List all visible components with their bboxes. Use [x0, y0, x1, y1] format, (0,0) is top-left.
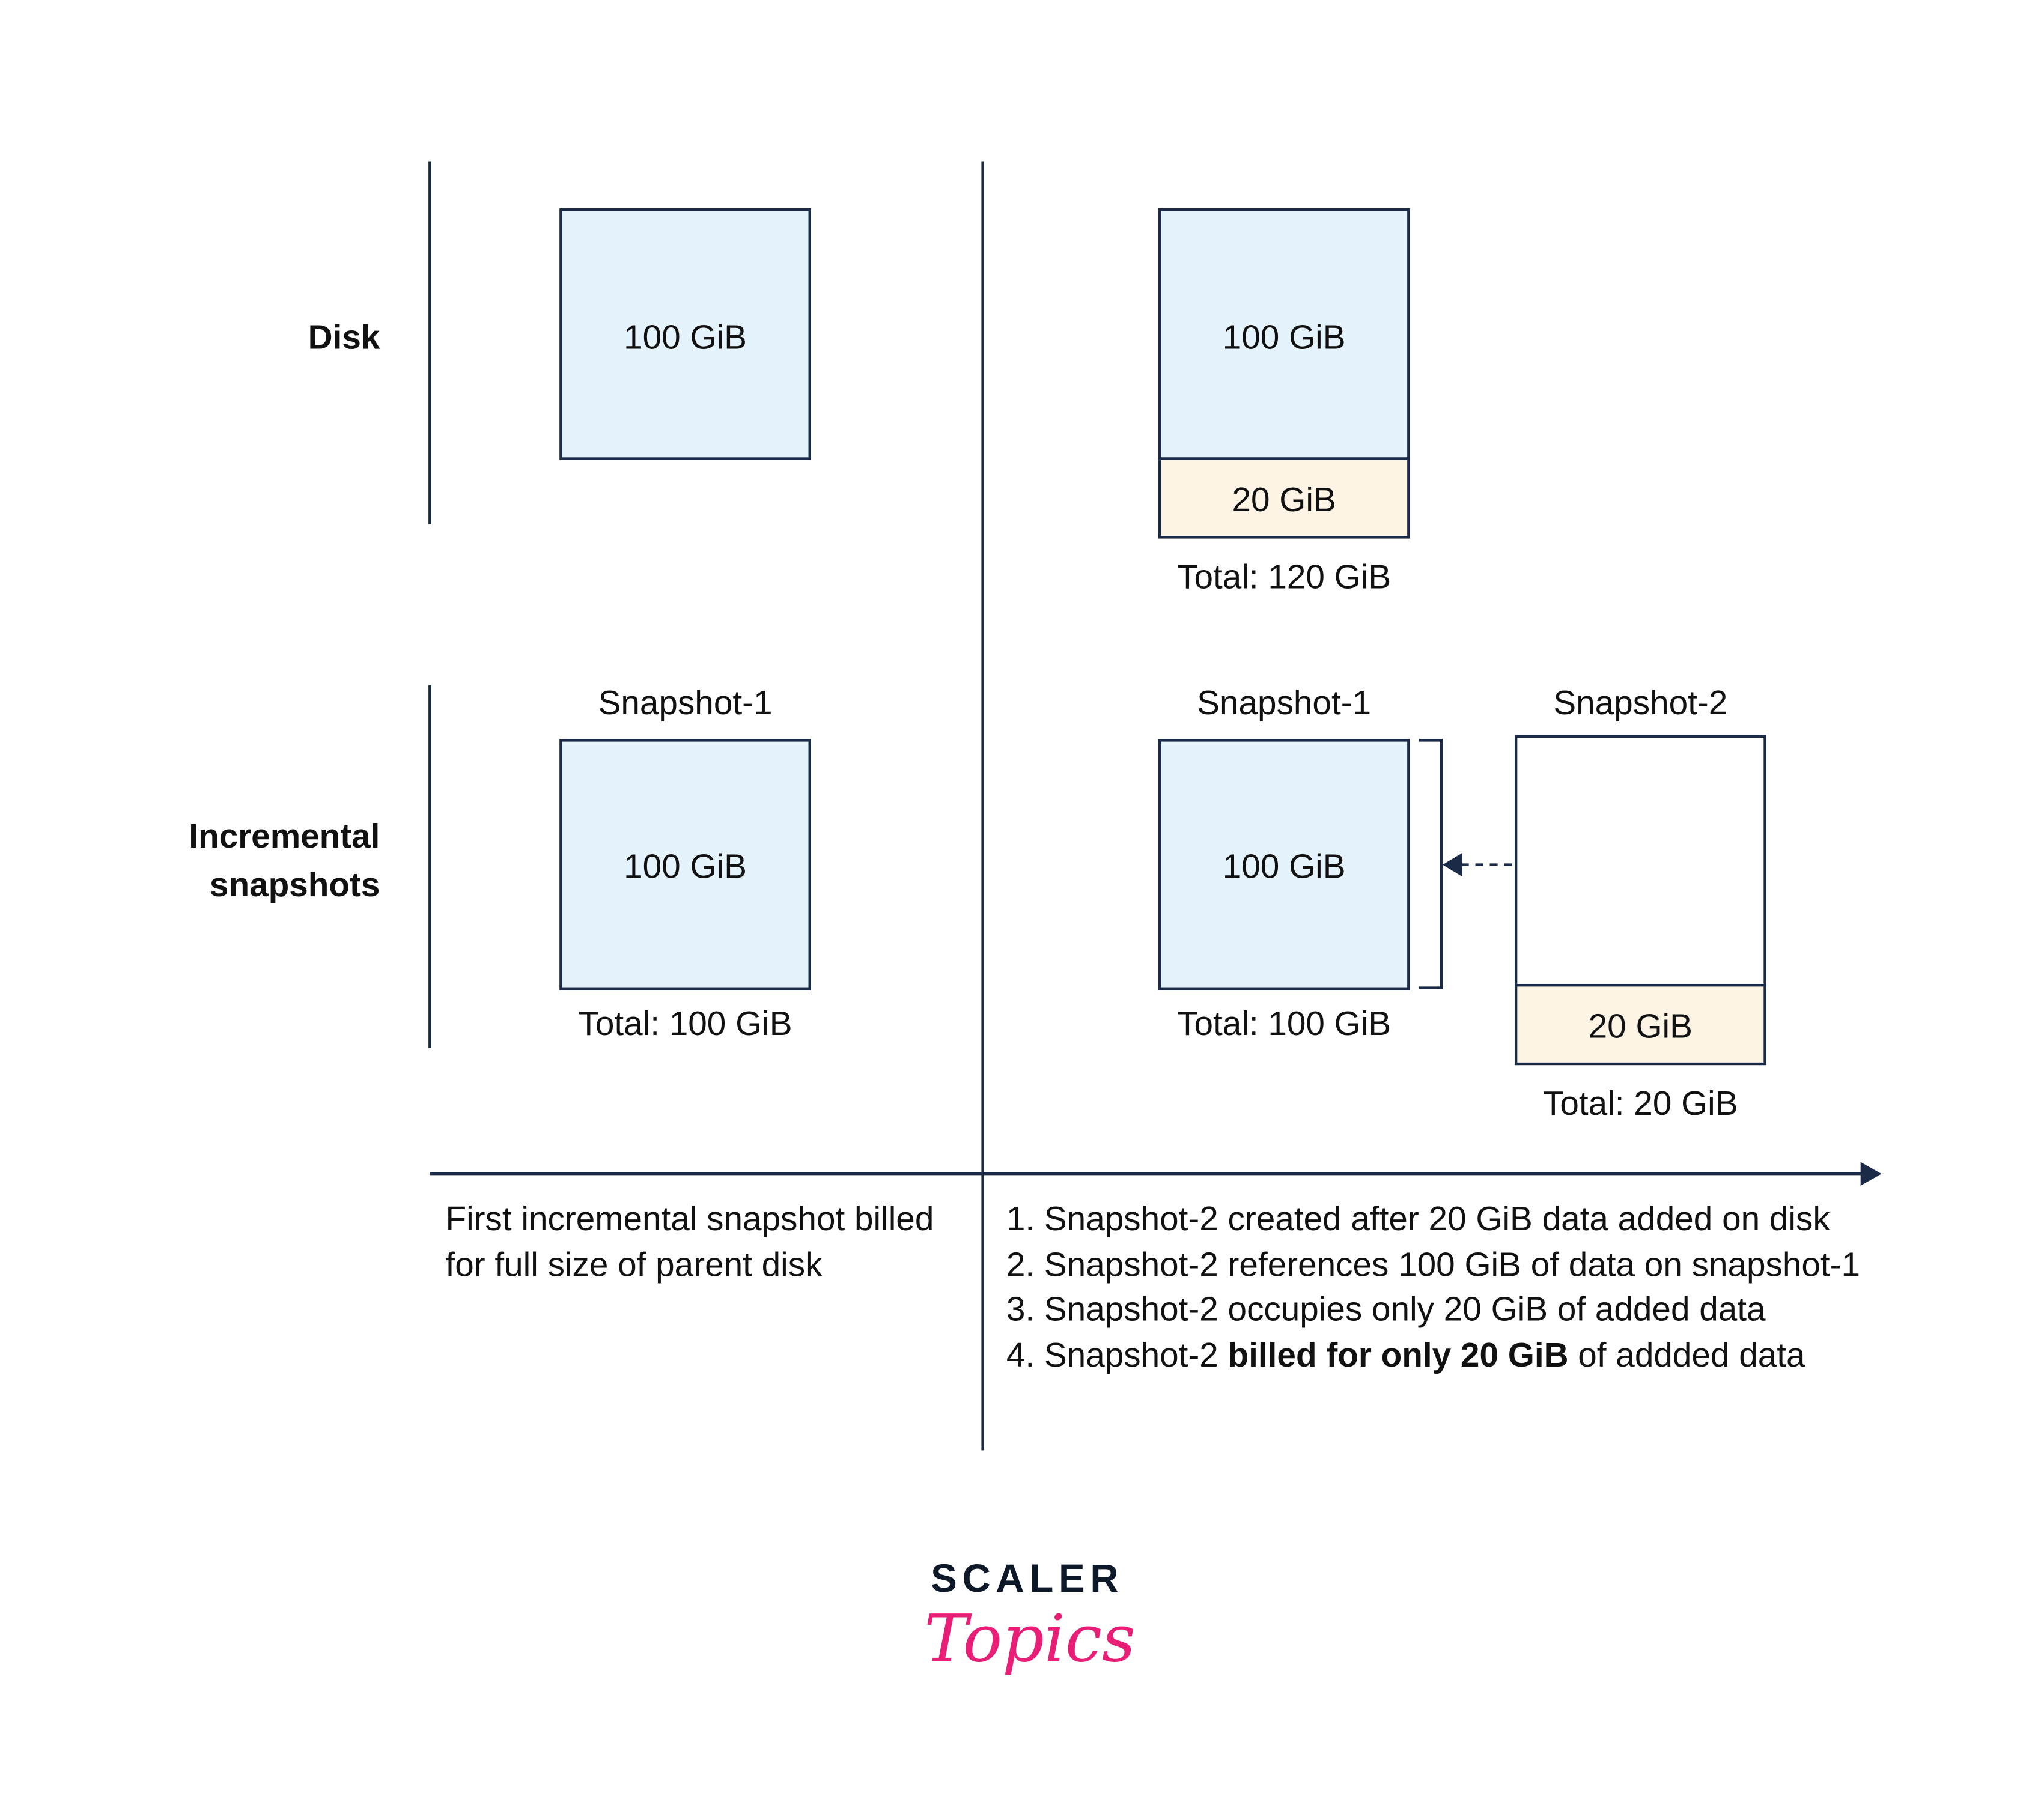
note-2: 2. Snapshot-2 references 100 GiB of data…	[1006, 1246, 1860, 1284]
note-4: 4. Snapshot-2 billed for only 20 GiB of …	[1006, 1336, 1805, 1374]
right-disk-block	[1158, 208, 1410, 460]
left-caption-1: First incremental snapshot billed	[445, 1200, 934, 1238]
right-snapshot2-added-block	[1514, 984, 1766, 1066]
left-snapshot-total: Total: 100 GiB	[579, 1005, 792, 1043]
right-snapshot2-total: Total: 20 GiB	[1543, 1085, 1738, 1123]
right-snapshot2-block	[1514, 735, 1766, 987]
right-disk-block-label: 100 GiB	[1223, 318, 1346, 356]
right-snapshot1-block	[1158, 739, 1410, 990]
right-disk-total: Total: 120 GiB	[1177, 558, 1391, 596]
note-4-prefix: 4. Snapshot-2	[1006, 1336, 1228, 1374]
note-3: 3. Snapshot-2 occupies only 20 GiB of ad…	[1006, 1290, 1766, 1328]
left-disk-block-label: 100 GiB	[624, 318, 747, 356]
right-snapshot2-added-label: 20 GiB	[1589, 1007, 1693, 1045]
note-4-bold: billed for only 20 GiB	[1228, 1336, 1569, 1374]
note-4-suffix: of addded data	[1569, 1336, 1805, 1374]
time-axis-arrowhead	[1860, 1162, 1882, 1186]
right-snapshot2-title: Snapshot-2	[1553, 684, 1727, 722]
row-label-disk: Disk	[308, 318, 380, 356]
row-label-snapshots-2: snapshots	[210, 866, 380, 904]
row-label-snapshots: Incremental	[189, 818, 380, 855]
right-snapshot1-block-label: 100 GiB	[1223, 848, 1346, 885]
right-disk-added-label: 20 GiB	[1232, 481, 1336, 519]
left-snapshot-block-label: 100 GiB	[624, 848, 747, 885]
left-snapshot-block	[559, 739, 811, 990]
logo-topics: Topics	[924, 1600, 1136, 1676]
logo-scaler: SCALER	[931, 1556, 1124, 1600]
right-snapshot1-total: Total: 100 GiB	[1177, 1005, 1391, 1043]
left-disk-block	[559, 208, 811, 460]
note-1: 1. Snapshot-2 created after 20 GiB data …	[1006, 1200, 1831, 1238]
scaler-topics-logo: SCALER Topics	[924, 1556, 1136, 1677]
left-caption-2: for full size of parent disk	[445, 1246, 823, 1284]
reference-arrowhead	[1443, 852, 1462, 877]
right-snapshot1-title: Snapshot-1	[1197, 684, 1371, 722]
reference-bracket	[1419, 739, 1443, 989]
right-disk-added-block	[1158, 457, 1410, 539]
left-snapshot-title: Snapshot-1	[598, 684, 773, 722]
